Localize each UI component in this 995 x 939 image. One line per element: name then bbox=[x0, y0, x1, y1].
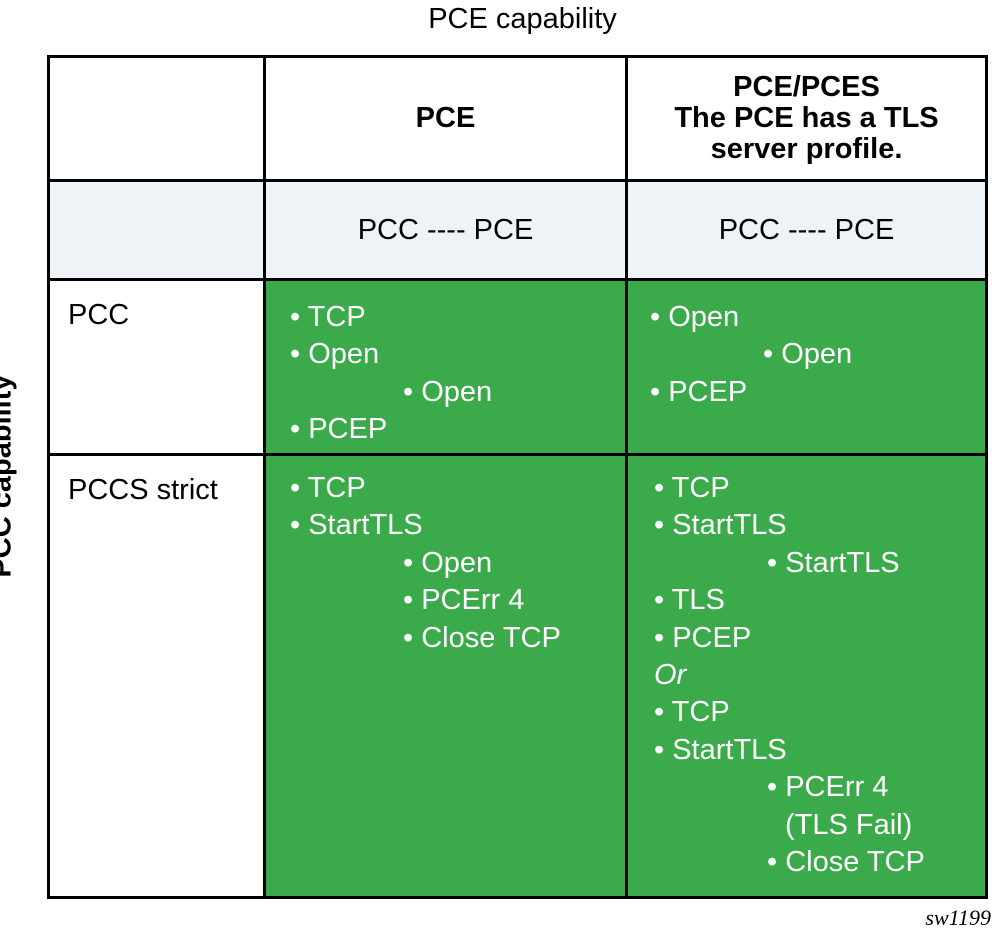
row-label-pcc-text: PCC bbox=[68, 299, 130, 331]
corner-cell bbox=[50, 58, 263, 179]
list-item: • TLS bbox=[654, 584, 725, 617]
row-label-pccs-text: PCCS strict bbox=[68, 474, 218, 506]
list-item: • PCEP bbox=[654, 621, 752, 654]
list-item: • Open bbox=[763, 338, 853, 371]
column-header-pces-line: The PCE has a TLS bbox=[674, 102, 939, 134]
row-label-pcc: PCC bbox=[50, 281, 263, 453]
top-axis-title: PCE capability bbox=[428, 3, 617, 35]
list-item: • Open bbox=[403, 375, 493, 408]
list-item: • StartTLS bbox=[767, 546, 900, 579]
figure-id: sw1199 bbox=[925, 905, 991, 930]
cell-pccs-pce: • TCP • StartTLS • Open • PCErr 4 • Close TC… bbox=[266, 456, 625, 896]
list-item: • StartTLS bbox=[654, 733, 787, 766]
list-item: • TCP bbox=[290, 301, 366, 333]
list-item: • StartTLS bbox=[290, 509, 423, 542]
list-item: • TCP bbox=[290, 472, 366, 504]
row-label-pccs: PCCS strict bbox=[50, 456, 263, 896]
column-header-pce: PCE bbox=[266, 58, 625, 179]
list-item: • PCErr 4 bbox=[767, 771, 889, 804]
list-item: • PCErr 4 bbox=[403, 584, 525, 617]
cell-pccs-pces: • TCP • StartTLS • StartTLS • TLS • PCEP Or • … bbox=[628, 456, 985, 896]
list-item: • Open bbox=[290, 338, 380, 371]
cell-pcc-pce: • TCP • Open • Open • PCEP bbox=[266, 281, 625, 453]
grid-line-vertical-2 bbox=[625, 58, 628, 896]
list-item: • TCP bbox=[654, 696, 730, 729]
list-item: • StartTLS bbox=[654, 509, 787, 542]
grid-line-horizontal-2 bbox=[50, 278, 985, 281]
column-header-pces-line: server profile. bbox=[710, 133, 903, 165]
list-item: • Open bbox=[650, 301, 740, 333]
grid-line-vertical-1 bbox=[263, 58, 266, 896]
cell-pcc-pces: • Open • Open • PCEP bbox=[628, 281, 985, 453]
list-item: Or bbox=[654, 659, 687, 691]
list-item: • Open bbox=[403, 546, 493, 579]
list-item: • TCP bbox=[654, 472, 730, 504]
column-header-pce-text: PCE bbox=[415, 102, 476, 134]
list-item: • Close TCP bbox=[767, 846, 925, 878]
list-item: (TLS Fail) bbox=[785, 808, 913, 841]
list-item: • PCEP bbox=[290, 413, 388, 446]
side-axis-title-text: PCC capability bbox=[0, 374, 18, 578]
subheader-pce: PCC ---- PCE bbox=[266, 182, 625, 278]
subheader-pce-text: PCC ---- PCE bbox=[357, 213, 534, 246]
subheader-blank-cell bbox=[50, 182, 263, 278]
list-item: • Close TCP bbox=[403, 621, 561, 654]
column-header-pces-line: PCE/PCES bbox=[733, 71, 880, 103]
list-item: • PCEP bbox=[650, 375, 748, 408]
subheader-pces-text: PCC ---- PCE bbox=[718, 213, 895, 246]
grid-line-horizontal-3 bbox=[50, 453, 985, 456]
side-axis-title: PCC capability bbox=[0, 374, 42, 577]
grid-line-horizontal-1 bbox=[50, 179, 985, 182]
subheader-pces: PCC ---- PCE bbox=[628, 182, 985, 278]
